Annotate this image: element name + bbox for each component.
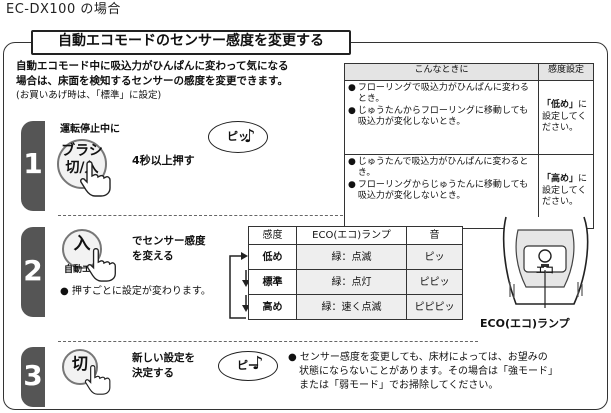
brush-button-line-1: ブラシ bbox=[61, 143, 103, 159]
step-2-bar bbox=[21, 227, 45, 317]
sound-value: ピッ bbox=[406, 244, 463, 270]
setting-text: に設定してください。 bbox=[542, 173, 588, 208]
vacuum-handle-icon bbox=[502, 216, 589, 308]
step-3-note-line-1: ● センサー感度を変更しても、床材によっては、お望みの bbox=[288, 352, 548, 363]
lamp-state: 緑：点灯 bbox=[296, 269, 407, 295]
lamp-state: 緑：点滅 bbox=[296, 244, 407, 270]
divider bbox=[58, 341, 478, 342]
step-3-note: ● センサー感度を変更しても、床材によっては、お望みの 状態にならないことがあり… bbox=[288, 351, 558, 393]
page-title: 自動エコモードのセンサー感度を変更する bbox=[58, 33, 324, 49]
beep-sound: ピッ bbox=[227, 130, 249, 143]
long-beep-bubble: ピー bbox=[218, 351, 278, 381]
table-row: 低め 緑：点滅 ピッ bbox=[248, 244, 463, 270]
step-1-condition: 運転停止中に bbox=[60, 124, 120, 135]
condition-text: フローリングで吸込力がひんぱんに変わるとき。 bbox=[357, 83, 529, 105]
intro-line-1: 自動エコモード中に吸込力がひんぱんに変わって気になる bbox=[16, 60, 289, 72]
music-note-icon: ♪ bbox=[252, 353, 264, 374]
step-3-instruction-2: 決定する bbox=[132, 367, 174, 379]
condition-text: じゅうたんで吸込力がひんぱんに変わるとき。 bbox=[357, 157, 529, 179]
setting-value: 「高め」 bbox=[542, 173, 579, 184]
condition-text: じゅうたんからフローリングに移動しても吸込力が変化しないとき。 bbox=[357, 105, 529, 127]
step-1-bar bbox=[21, 121, 45, 211]
step-2-note-text: 押すごとに設定が変わります。 bbox=[71, 286, 211, 297]
hand-press-icon bbox=[84, 365, 111, 395]
auto-eco-button-label: 入 bbox=[73, 234, 91, 254]
mode-header: 感度 bbox=[248, 226, 297, 245]
step-2-instruction-1: でセンサー感度 bbox=[132, 235, 206, 247]
device-eco-label: エコ bbox=[536, 266, 555, 276]
auto-eco-button-sub: 自動エコ bbox=[63, 265, 100, 275]
setting-value: 「低め」 bbox=[542, 99, 579, 110]
beep-bubble: ピッ bbox=[208, 121, 268, 153]
divider bbox=[58, 215, 343, 216]
step-1-instruction: 4秒以上押す bbox=[132, 154, 195, 167]
mode-table: 感度 ECO(エコ)ランプ 音 低め 緑：点滅 ピッ 標準 緑：点灯 ピピッ 高… bbox=[248, 226, 463, 320]
hand-press-icon bbox=[87, 248, 116, 282]
setting-text: に設定してください。 bbox=[542, 99, 588, 134]
step-2-note: ● 押すごとに設定が変わります。 bbox=[60, 286, 211, 297]
long-beep-sound: ピー bbox=[237, 359, 259, 372]
step-2-instruction-2: を変える bbox=[132, 250, 174, 262]
table-row: 標準 緑：点灯 ピピッ bbox=[248, 269, 463, 295]
off-button-label: 切 bbox=[71, 354, 88, 373]
eco-lamp-label: ECO(エコ)ランプ bbox=[480, 317, 570, 330]
condition-text: フローリングからじゅうたんに移動しても吸込力が変化しないとき。 bbox=[357, 179, 529, 201]
sound-header: 音 bbox=[406, 226, 463, 245]
intro-line-2: 場合は、床面を検知するセンサーの感度を変更できます。 bbox=[16, 75, 288, 87]
mode-name: 標準 bbox=[248, 269, 297, 295]
sound-value: ピピピッ bbox=[406, 294, 463, 320]
mode-name: 高め bbox=[248, 294, 297, 320]
intro-note: (お買いあげ時は、「標準」に設定) bbox=[16, 90, 162, 101]
condition-header: こんなときに bbox=[344, 63, 539, 81]
mode-name: 低め bbox=[248, 244, 297, 270]
table-row: 高め 緑：速く点滅 ピピピッ bbox=[248, 294, 463, 320]
step-1-number: 1 bbox=[23, 147, 43, 180]
condition-table: こんなときに 感度設定 ●フローリングで吸込力がひんぱんに変わるとき。 ●じゅう… bbox=[344, 63, 594, 229]
arrow-cycle-icon bbox=[229, 252, 250, 319]
step-3-bar bbox=[21, 347, 45, 407]
sound-value: ピピッ bbox=[406, 269, 463, 295]
step-2-number: 2 bbox=[23, 254, 43, 287]
setting-header: 感度設定 bbox=[538, 63, 594, 81]
hand-press-icon bbox=[80, 161, 111, 197]
lamp-header: ECO(エコ)ランプ bbox=[296, 226, 407, 245]
lamp-state: 緑：速く点滅 bbox=[296, 294, 407, 320]
note-text: センサー感度を変更しても、床材によっては、お望みの bbox=[299, 352, 548, 363]
music-note-icon: ♪ bbox=[244, 126, 256, 147]
title-box bbox=[31, 30, 351, 55]
step-3-instruction-1: 新しい設定を bbox=[132, 352, 195, 364]
setting-cell: 「低め」に設定してください。 bbox=[538, 80, 594, 155]
step-3-note-line-3: または「弱モード」でお掃除してください。 bbox=[299, 380, 499, 391]
step-3-note-line-2: 状態にならないことがあります。その場合は「強モード」 bbox=[299, 366, 558, 377]
step-3-number: 3 bbox=[23, 359, 43, 392]
condition-cell: ●フローリングで吸込力がひんぱんに変わるとき。 ●じゅうたんからフローリングに移… bbox=[344, 80, 539, 155]
model-label: EC-DX100 の場合 bbox=[6, 2, 121, 17]
condition-cell: ●じゅうたんで吸込力がひんぱんに変わるとき。 ●フローリングからじゅうたんに移動… bbox=[344, 154, 539, 229]
